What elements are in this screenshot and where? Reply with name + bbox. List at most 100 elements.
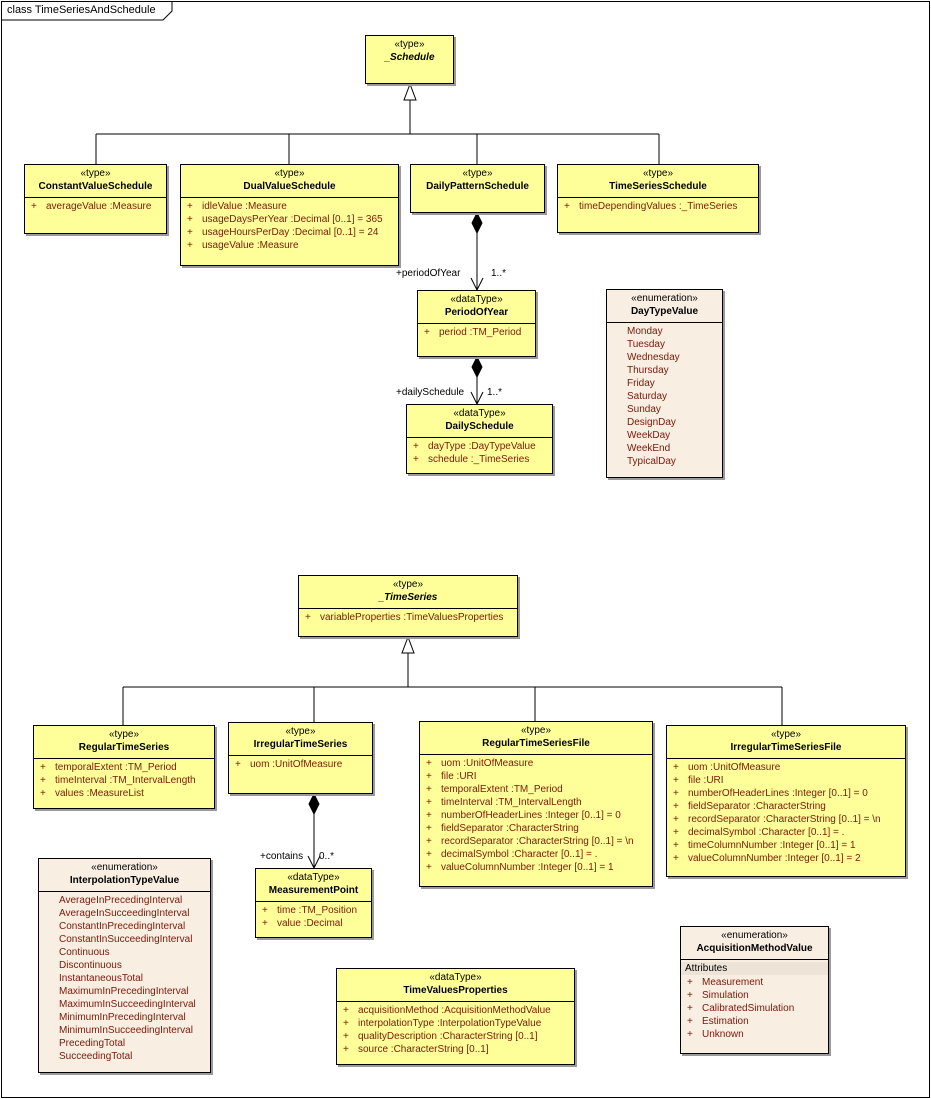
composition-periodofyear — [470, 211, 484, 292]
enum-literal: TypicalDay — [627, 456, 676, 467]
class-regular-time-series-file[interactable]: «type» RegularTimeSeriesFile +uom :UnitO… — [419, 721, 653, 887]
class-regular-time-series[interactable]: «type» RegularTimeSeries +temporalExtent… — [33, 725, 215, 809]
class-name: MeasurementPoint — [268, 885, 359, 896]
attribute: +recordSeparator :CharacterString [0..1]… — [426, 836, 634, 847]
attribute: +uom :UnitOfMeasure — [235, 759, 343, 770]
class-name: PeriodOfYear — [444, 307, 509, 318]
class-name: _TimeSeries — [378, 592, 438, 603]
section-caption: Attributes — [681, 962, 828, 975]
class-name: IrregularTimeSeries — [253, 739, 348, 750]
enum-literal: Tuesday — [627, 339, 665, 350]
class-daily-schedule[interactable]: «dataType» DailySchedule +dayType :DayTy… — [406, 404, 553, 474]
class-name: AcquisitionMethodValue — [696, 943, 813, 954]
class-measurement-point[interactable]: «dataType» MeasurementPoint +time :TM_Po… — [255, 868, 372, 938]
enum-literal: Friday — [627, 378, 655, 389]
attribute: +qualityDescription :CharacterString [0.… — [343, 1031, 538, 1042]
multiplicity-dailyschedule: 1..* — [487, 387, 503, 398]
enum-literal: Wednesday — [627, 352, 680, 363]
composition-dailyschedule — [470, 355, 484, 406]
attribute: +numberOfHeaderLines :Integer [0..1] = 0 — [426, 810, 621, 821]
attribute: +Measurement — [687, 977, 764, 988]
attribute: +fieldSeparator :CharacterString — [673, 801, 826, 812]
attribute: +valueColumnNumber :Integer [0..1] = 1 — [426, 862, 614, 873]
class-schedule[interactable]: «type» _Schedule — [365, 35, 454, 84]
attribute: +averageValue :Measure — [31, 201, 152, 212]
class-name: ConstantValueSchedule — [38, 181, 153, 192]
attribute: +valueColumnNumber :Integer [0..1] = 2 — [673, 853, 861, 864]
enum-literal: WeekEnd — [627, 443, 671, 454]
class-name: DayTypeValue — [630, 306, 699, 317]
stereotype: «type» — [80, 168, 111, 179]
class-name: DualValueSchedule — [243, 181, 336, 192]
enum-literal: Sunday — [627, 404, 661, 415]
stereotype: «type» — [520, 725, 552, 736]
role-label-contains: +contains — [260, 851, 304, 862]
attribute: +Unknown — [687, 1029, 744, 1040]
stereotype: «type» — [274, 168, 305, 179]
attribute: +timeInterval :TM_IntervalLength — [40, 775, 196, 786]
enum-day-type-value[interactable]: «enumeration» DayTypeValue Monday Tuesda… — [606, 289, 723, 478]
class-constant-value-schedule[interactable]: «type» ConstantValueSchedule +averageVal… — [24, 164, 167, 234]
multiplicity-periodofyear: 1..* — [491, 268, 507, 279]
enum-literal: MinimumInSucceedingInterval — [59, 1025, 193, 1036]
enum-literal: MaximumInPrecedingInterval — [59, 986, 189, 997]
enum-literal: MaximumInSucceedingInterval — [59, 999, 196, 1010]
stereotype: «enumeration» — [91, 862, 158, 873]
attribute: +timeInterval :TM_IntervalLength — [426, 797, 582, 808]
stereotype: «type» — [462, 168, 493, 179]
enum-literal: ConstantInSucceedingInterval — [59, 934, 193, 945]
class-daily-pattern-schedule[interactable]: «type» DailyPatternSchedule — [410, 164, 545, 213]
attribute: +uom :UnitOfMeasure — [426, 758, 534, 769]
class-name: TimeValuesProperties — [403, 985, 508, 996]
diagram-frame-tab: class TimeSeriesAndSchedule — [1, 1, 173, 21]
attribute: +decimalSymbol :Character [0..1] = . — [426, 849, 598, 860]
class-time-series[interactable]: «type» _TimeSeries +variableProperties :… — [298, 575, 518, 637]
class-name: IrregularTimeSeriesFile — [730, 742, 842, 753]
attribute: +idleValue :Measure — [187, 201, 287, 212]
enum-literal: InstantaneousTotal — [59, 973, 143, 984]
class-time-series-schedule[interactable]: «type» TimeSeriesSchedule +timeDepending… — [557, 164, 759, 233]
attribute: +decimalSymbol :Character [0..1] = . — [673, 827, 845, 838]
stereotype: «type» — [770, 729, 802, 740]
enum-interpolation-type-value[interactable]: «enumeration» InterpolationTypeValue Ave… — [38, 858, 211, 1073]
stereotype: «type» — [394, 39, 425, 50]
class-irregular-time-series[interactable]: «type» IrregularTimeSeries +uom :UnitOfM… — [228, 722, 373, 794]
attribute: +temporalExtent :TM_Period — [40, 762, 177, 773]
generalization-timeseries — [122, 635, 783, 725]
attribute: +timeDependingValues :_TimeSeries — [564, 201, 738, 212]
class-name: RegularTimeSeries — [78, 742, 170, 753]
attribute: +usageDaysPerYear :Decimal [0..1] = 365 — [187, 214, 383, 225]
stereotype: «dataType» — [453, 408, 506, 419]
stereotype: «dataType» — [450, 294, 503, 305]
attribute: +Simulation — [687, 990, 749, 1001]
stereotype: «dataType» — [287, 872, 340, 883]
class-irregular-time-series-file[interactable]: «type» IrregularTimeSeriesFile +uom :Uni… — [666, 725, 906, 877]
attribute: +usageValue :Measure — [187, 240, 299, 251]
enum-literal: Continuous — [59, 947, 110, 958]
enum-literal: PrecedingTotal — [59, 1038, 126, 1049]
class-name: RegularTimeSeriesFile — [482, 738, 590, 749]
generalization-schedule — [95, 82, 660, 164]
attribute: +temporalExtent :TM_Period — [426, 784, 563, 795]
enum-acquisition-method-value[interactable]: «enumeration» AcquisitionMethodValue Att… — [680, 926, 829, 1054]
enum-literal: Discontinuous — [59, 960, 122, 971]
attribute: +recordSeparator :CharacterString [0..1]… — [673, 814, 881, 825]
multiplicity-contains: 0..* — [319, 851, 335, 862]
attribute: +interpolationType :InterpolationTypeVal… — [343, 1018, 542, 1029]
class-name: InterpolationTypeValue — [69, 875, 180, 886]
class-name: DailySchedule — [445, 421, 514, 432]
attribute: +period :TM_Period — [424, 327, 522, 338]
attribute: +CalibratedSimulation — [687, 1003, 795, 1014]
enum-literal: Monday — [627, 326, 663, 337]
stereotype: «type» — [642, 168, 674, 179]
class-period-of-year[interactable]: «dataType» PeriodOfYear +period :TM_Peri… — [417, 290, 536, 357]
class-dual-value-schedule[interactable]: «type» DualValueSchedule +idleValue :Mea… — [180, 164, 399, 266]
stereotype: «type» — [392, 579, 424, 590]
attribute: +file :URI — [673, 775, 724, 786]
role-label-dailyschedule: +dailySchedule — [396, 387, 465, 398]
class-name: _Schedule — [384, 52, 435, 63]
class-name: DailyPatternSchedule — [426, 181, 529, 192]
enum-literal: AverageInPrecedingInterval — [59, 895, 183, 906]
class-time-values-properties[interactable]: «dataType» TimeValuesProperties +acquisi… — [336, 968, 575, 1065]
